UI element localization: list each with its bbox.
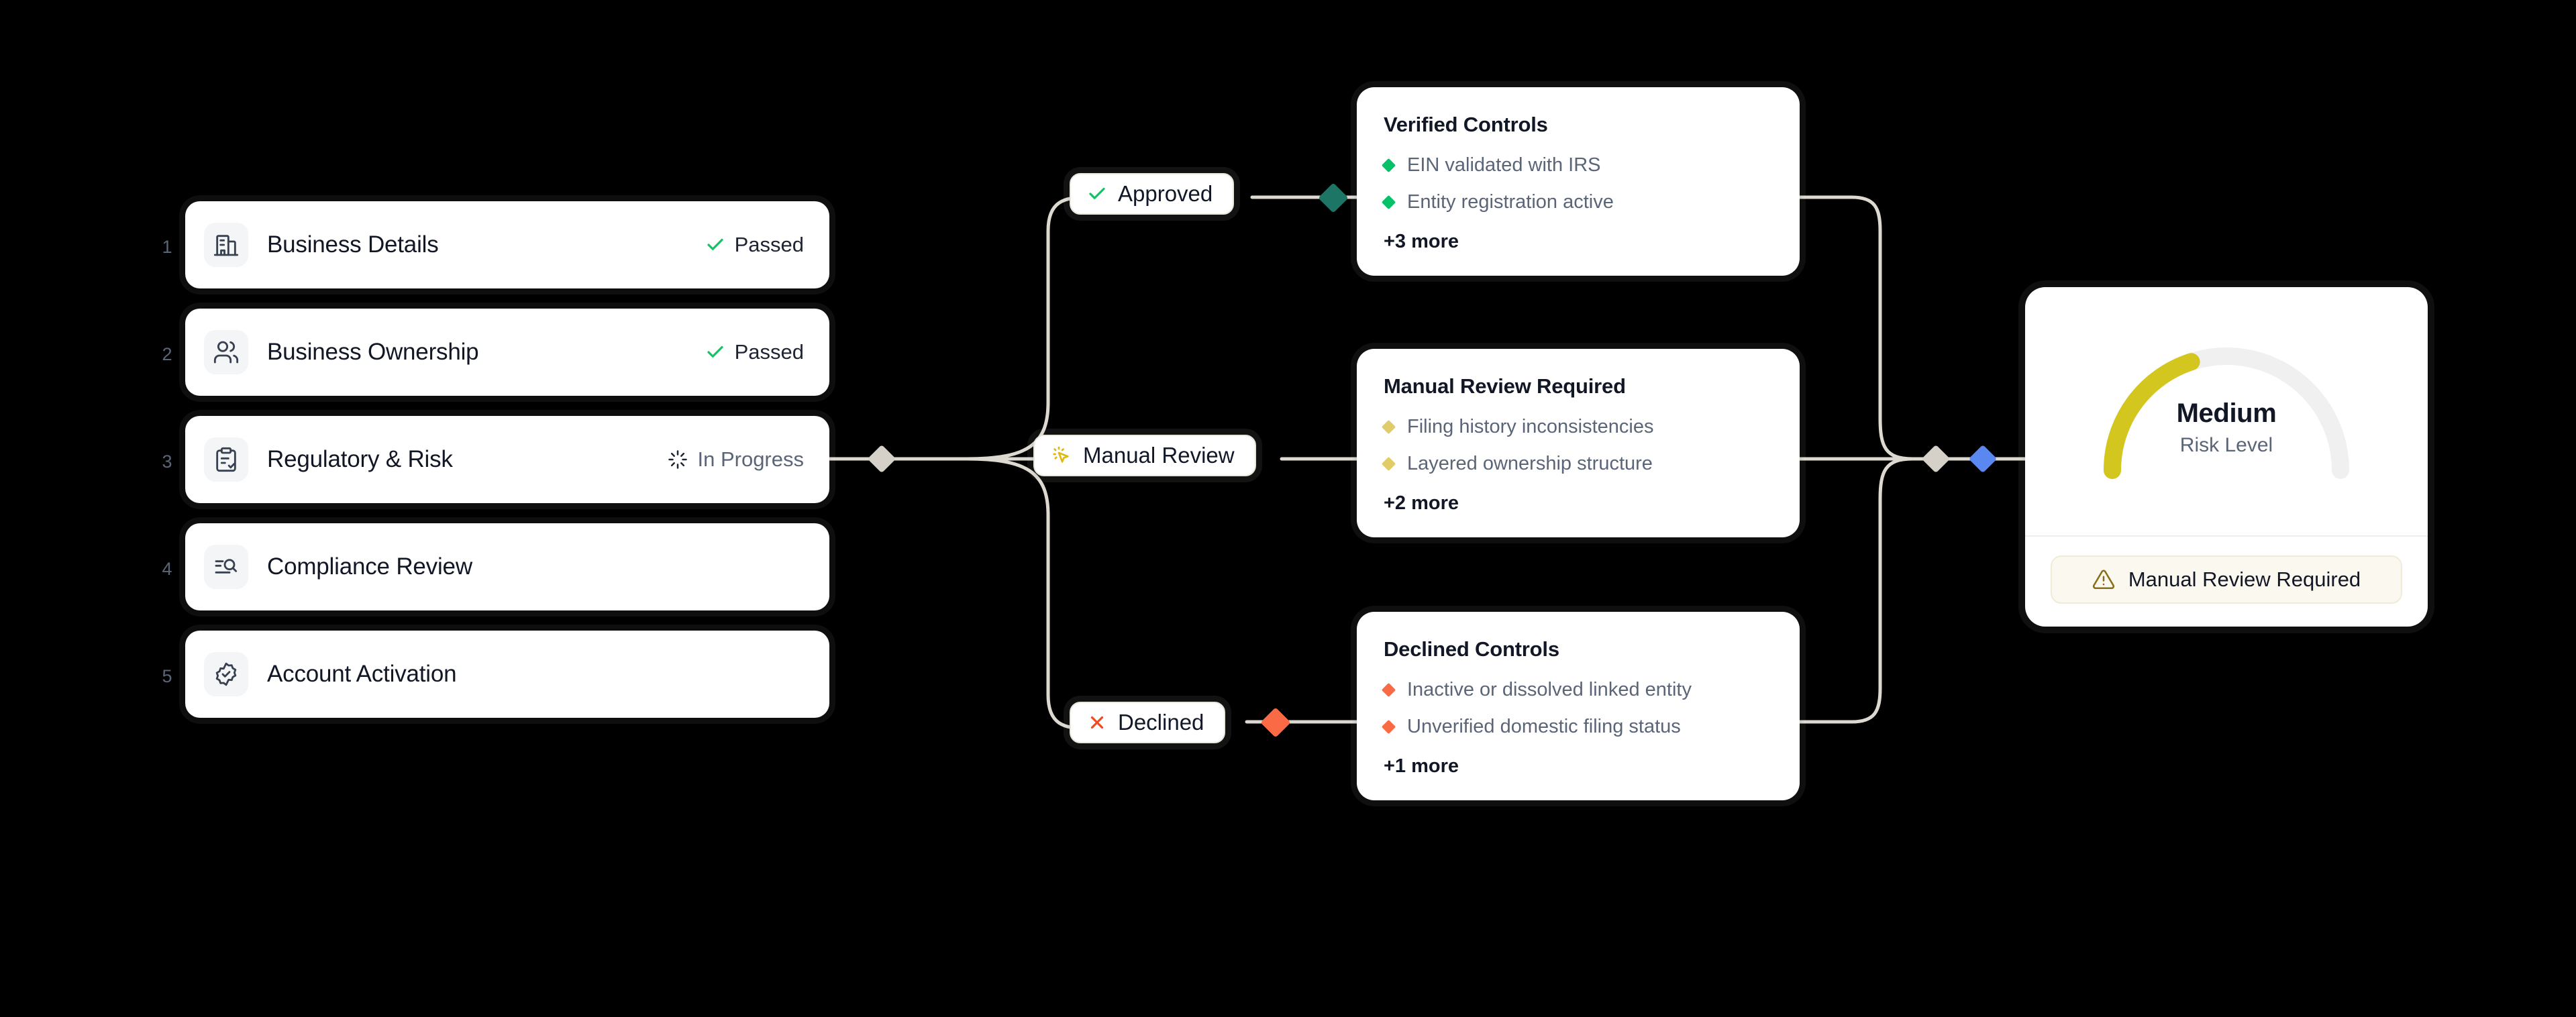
check-icon bbox=[1089, 187, 1105, 199]
step-card-business-ownership[interactable]: Business Ownership Passed bbox=[185, 309, 829, 396]
control-list-item: Entity registration active bbox=[1381, 191, 1773, 213]
search-list-icon bbox=[204, 545, 248, 589]
step-card-account-activation[interactable]: Account Activation bbox=[185, 631, 829, 718]
control-item-text: EIN validated with IRS bbox=[1407, 154, 1601, 176]
diamond-bullet-icon bbox=[1381, 195, 1396, 210]
check-icon bbox=[707, 345, 723, 358]
control-list-item: Unverified domestic filing status bbox=[1381, 716, 1773, 738]
warning-triangle-icon bbox=[2092, 570, 2114, 590]
card-divider bbox=[2025, 535, 2428, 537]
clipboard-check-icon bbox=[204, 437, 248, 482]
check-icon bbox=[707, 238, 723, 250]
branch-pill-label: Approved bbox=[1118, 181, 1213, 206]
gauge-arc bbox=[2104, 347, 2349, 479]
diamond-bullet-icon bbox=[1381, 682, 1396, 698]
control-card-more[interactable]: +3 more bbox=[1384, 231, 1459, 252]
step-card-business-details[interactable]: Business Details Passed bbox=[185, 201, 829, 288]
users-icon bbox=[204, 330, 248, 374]
diamond-bullet-icon bbox=[1381, 419, 1396, 435]
step-card-compliance-review[interactable]: Compliance Review bbox=[185, 523, 829, 610]
status-badge-label: Manual Review Required bbox=[2128, 568, 2361, 591]
step-number: 2 bbox=[162, 343, 172, 364]
risk-level-card[interactable]: Medium Risk Level Manual Review Required bbox=[2025, 287, 2428, 627]
step-row[interactable]: 4 Compliance Review bbox=[152, 515, 829, 623]
step-label: Regulatory & Risk bbox=[267, 446, 453, 472]
step-number: 3 bbox=[162, 451, 172, 472]
risk-card-footer: Manual Review Required bbox=[2025, 537, 2428, 627]
control-item-text: Layered ownership structure bbox=[1407, 453, 1653, 474]
control-card-more[interactable]: +1 more bbox=[1384, 755, 1459, 777]
control-item-text: Unverified domestic filing status bbox=[1407, 716, 1681, 737]
branch-pill-label: Manual Review bbox=[1083, 443, 1235, 468]
control-card-title: Verified Controls bbox=[1384, 113, 1548, 136]
branch-pill-label: Declined bbox=[1118, 710, 1204, 735]
control-item-text: Filing history inconsistencies bbox=[1407, 416, 1654, 437]
step-label: Compliance Review bbox=[267, 553, 472, 580]
control-card-more[interactable]: +2 more bbox=[1384, 492, 1459, 514]
control-card-items: EIN validated with IRS Entity registrati… bbox=[1381, 154, 1773, 213]
diamond-bullet-icon bbox=[1381, 456, 1396, 472]
step-label: Account Activation bbox=[267, 661, 457, 687]
branch-pill-declined[interactable]: Declined bbox=[1070, 702, 1226, 743]
control-list-item: Filing history inconsistencies bbox=[1381, 416, 1773, 438]
risk-level-sublabel: Risk Level bbox=[2179, 433, 2273, 456]
control-card-title: Declined Controls bbox=[1384, 637, 1559, 661]
branch-pill-approved[interactable]: Approved bbox=[1070, 173, 1235, 215]
status-badge[interactable]: Manual Review Required bbox=[2051, 555, 2402, 604]
control-list-item: Inactive or dissolved linked entity bbox=[1381, 679, 1773, 701]
control-card-items: Inactive or dissolved linked entity Unve… bbox=[1381, 679, 1773, 738]
step-status: Passed bbox=[705, 340, 804, 364]
risk-gauge: Medium Risk Level bbox=[2025, 287, 2428, 535]
step-status: Passed bbox=[705, 233, 804, 257]
step-status: In Progress bbox=[668, 447, 804, 472]
control-item-text: Inactive or dissolved linked entity bbox=[1407, 679, 1692, 700]
step-status-label: Passed bbox=[734, 340, 804, 364]
step-number: 5 bbox=[162, 665, 172, 686]
control-list-item: Layered ownership structure bbox=[1381, 453, 1773, 475]
loader-icon bbox=[668, 450, 688, 469]
step-status-label: Passed bbox=[734, 233, 804, 256]
step-label: Business Ownership bbox=[267, 339, 479, 365]
control-card-declined[interactable]: Declined Controls Inactive or dissolved … bbox=[1357, 612, 1800, 800]
step-number: 4 bbox=[162, 558, 172, 579]
badge-check-icon bbox=[204, 652, 248, 696]
control-item-text: Entity registration active bbox=[1407, 191, 1614, 213]
step-row[interactable]: 3 Regulatory & Risk In Progress bbox=[152, 408, 829, 515]
diamond-bullet-icon bbox=[1381, 719, 1396, 735]
wire-node-diamonds bbox=[868, 184, 1996, 737]
mouse-pointer-click-icon bbox=[1053, 446, 1069, 463]
building-icon bbox=[204, 223, 248, 267]
control-card-title: Manual Review Required bbox=[1384, 374, 1626, 398]
risk-level-value: Medium bbox=[2176, 398, 2277, 428]
step-status-label: In Progress bbox=[697, 447, 804, 471]
control-list-item: EIN validated with IRS bbox=[1381, 154, 1773, 176]
control-card-manual-review[interactable]: Manual Review Required Filing history in… bbox=[1357, 349, 1800, 537]
step-row[interactable]: 2 Business Ownership Passed bbox=[152, 301, 829, 408]
step-card-regulatory-risk[interactable]: Regulatory & Risk In Progress bbox=[185, 416, 829, 503]
x-icon bbox=[1090, 716, 1104, 729]
risk-gauge-text: Medium Risk Level bbox=[2177, 398, 2277, 457]
branch-pill-manual-review[interactable]: Manual Review bbox=[1033, 435, 1256, 476]
control-card-items: Filing history inconsistencies Layered o… bbox=[1381, 416, 1773, 475]
step-number: 1 bbox=[162, 236, 172, 257]
verification-steps-list: 1 Business Details Passed 2 bbox=[152, 193, 829, 730]
diamond-bullet-icon bbox=[1381, 158, 1396, 173]
step-label: Business Details bbox=[267, 231, 439, 258]
step-row[interactable]: 5 Account Activation bbox=[152, 623, 829, 730]
step-row[interactable]: 1 Business Details Passed bbox=[152, 193, 829, 301]
control-card-verified[interactable]: Verified Controls EIN validated with IRS… bbox=[1357, 87, 1800, 276]
